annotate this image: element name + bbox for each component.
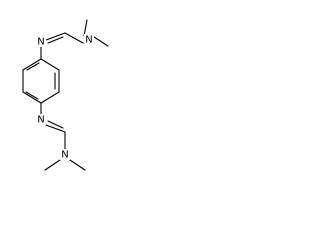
atom-n-top-imine: N (36, 36, 46, 48)
bond-n-ch-double-bottom-a (45, 124, 66, 133)
bond-methyl-top-right (93, 36, 109, 47)
bond-methyl-bottom-right (69, 159, 86, 171)
atom-label-n: N (85, 35, 92, 46)
bond-n-ch-top (64, 32, 84, 44)
atom-label-n: N (37, 37, 44, 48)
bond-n-ch-double-bottom-b (47, 120, 64, 129)
atom-label-n: N (61, 150, 68, 161)
ring-bond-6 (22, 58, 42, 71)
atom-label-n: N (37, 115, 44, 126)
atom-n-bottom-imine: N (36, 114, 46, 126)
ring-double-2 (25, 91, 39, 100)
bond-methyl-bottom-left (44, 159, 61, 171)
bond-ch-n-double-top-a (45, 32, 66, 41)
structure-diagram: N N N N (22, 19, 109, 171)
atom-n-top-dimethyl: N (84, 34, 94, 46)
ring-bond-1 (40, 58, 60, 71)
bond-ch-n-double-top-b (47, 36, 64, 44)
ring-double-3 (26, 62, 40, 71)
ring-bond-4 (22, 91, 42, 104)
ring-bond-3 (40, 91, 60, 104)
bond-methyl-top-left (83, 19, 88, 37)
atom-n-bottom-dimethyl: N (60, 149, 70, 161)
